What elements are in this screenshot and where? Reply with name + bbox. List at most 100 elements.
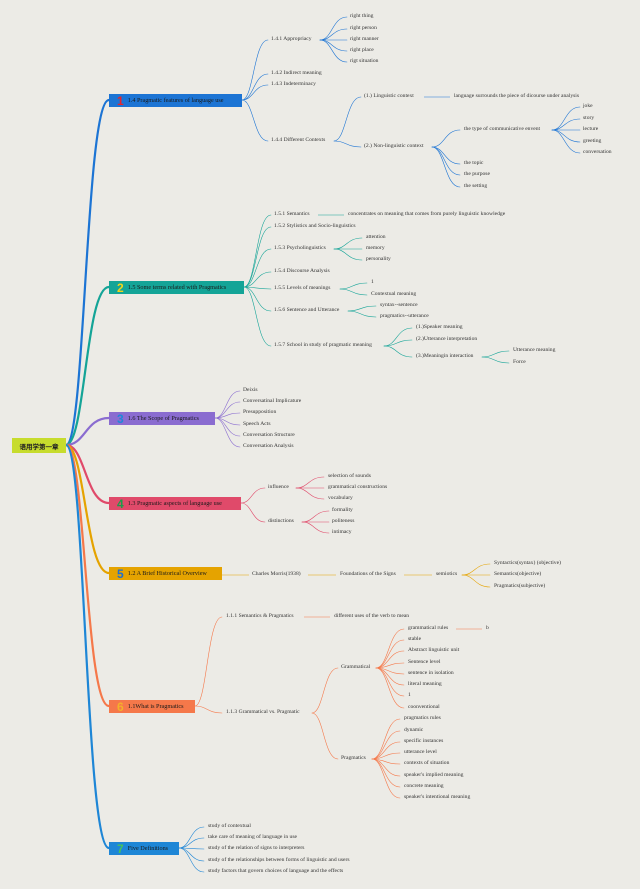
event-item[interactable]: lecture (583, 126, 599, 133)
indirect-meaning-node[interactable]: 1.4.2 Indirect meaning (271, 70, 322, 77)
pragmatics-item[interactable]: speaker's intentional meaning (404, 794, 471, 801)
pragmatics-node[interactable]: Pragmatics (341, 755, 366, 762)
grammatical-item[interactable]: coonventional (408, 704, 440, 711)
event-item[interactable]: greeting (583, 138, 602, 145)
appropriacy-item[interactable]: right manner (350, 36, 379, 43)
pragmatics-item[interactable]: specific instances (404, 738, 444, 745)
semiotics-item[interactable]: Semantics(objective) (494, 571, 542, 578)
branch-7-node[interactable]: 7 Five Definitions (109, 842, 179, 855)
school-item[interactable]: (2.)Utterance interpretation (416, 336, 478, 343)
semantics-pragmatics-desc[interactable]: different uses of the verb to mean (334, 613, 410, 620)
setting-node[interactable]: the setting (464, 183, 488, 190)
sentence-item[interactable]: pragmatics--utterance (380, 313, 429, 320)
branch-6-node[interactable]: 6 1.1What is Pragmatics (109, 700, 195, 713)
discourse-analysis-node[interactable]: 1.5.4 Discourse Analysis (274, 268, 330, 275)
branch-1-node[interactable]: 1 1.4 Pragmatic features of language use (109, 94, 242, 107)
scope-item[interactable]: Speech Acts (243, 421, 271, 428)
sentence-item[interactable]: syntax--sentence (380, 302, 418, 309)
different-contexts-node[interactable]: 1.4.4 Different Contexts (271, 137, 326, 144)
scope-item[interactable]: Conversatinal Implicature (243, 398, 302, 405)
semiotics-node[interactable]: semiotics (436, 571, 458, 578)
connector-line (319, 39, 348, 63)
semantics-node[interactable]: 1.5.1 Semantics (274, 211, 310, 218)
psycho-item[interactable]: personality (366, 256, 391, 263)
foundations-node[interactable]: Foundations of the Signs (340, 571, 396, 578)
definition-item[interactable]: study factors that govern choices of lan… (208, 868, 344, 875)
pragmatics-item[interactable]: speaker's implied meaning (404, 772, 464, 779)
levels-of-meanings-node[interactable]: 1.5.5 Levels of meanings (274, 285, 331, 292)
distinction-item[interactable]: intimacy (332, 529, 352, 536)
linguistic-context-desc[interactable]: language surrounds the piece of dicourse… (454, 93, 580, 100)
appropriacy-node[interactable]: 1.4.1 Appropriacy (271, 36, 312, 43)
appropriacy-item[interactable]: right place (350, 47, 374, 54)
sentence-utterance-node[interactable]: 1.5.6 Sentence and Utterance (274, 307, 340, 314)
communicative-event-node[interactable]: the type of communicative envent (464, 126, 541, 133)
grammatical-item[interactable]: Sentence level (408, 659, 441, 666)
event-item[interactable]: joke (583, 103, 593, 110)
scope-item[interactable]: Deixis (243, 387, 258, 394)
definition-item[interactable]: study of the relationships between forms… (208, 857, 350, 864)
appropriacy-item[interactable]: rigt situation (350, 58, 379, 65)
interaction-item[interactable]: Utterance meaning (513, 347, 556, 354)
school-node[interactable]: 1.5.7 School in study of pragmatic meani… (274, 342, 372, 349)
pragmatics-item[interactable]: concrete meaning (404, 783, 444, 790)
pragmatics-item[interactable]: pragmatics rules (404, 715, 441, 722)
purpose-node[interactable]: the purpose (464, 171, 490, 178)
influence-item[interactable]: vocabulary (328, 495, 353, 502)
appropriacy-item[interactable]: right thing (350, 13, 374, 20)
appropriacy-item[interactable]: right person (350, 25, 377, 32)
morris-node[interactable]: Charles Morris(1938) (252, 571, 301, 578)
linguistic-context-node[interactable]: (1.) Linguistic context (364, 93, 414, 100)
semantics-desc[interactable]: concentrates on meaning that comes from … (348, 211, 506, 218)
branch-4-node[interactable]: 4 1.3 Pragmatic aspects of language use (109, 497, 241, 510)
school-item[interactable]: (3.)Meaningin interaction (416, 353, 474, 360)
connector-line (64, 416, 111, 447)
grammatical-rules-sub[interactable]: b (486, 625, 489, 632)
psycho-item[interactable]: memory (366, 245, 385, 252)
semiotics-item[interactable]: Syntactics(syntax) (objective) (494, 560, 561, 567)
pragmatics-item[interactable]: contexts of situation (404, 760, 450, 767)
branch-3-node[interactable]: 3 1.6 The Scope of Pragmatics (109, 412, 215, 425)
connector-line (311, 712, 339, 760)
school-item[interactable]: (1.)Speaker meaning (416, 324, 463, 331)
levels-item[interactable]: Contextual meaning (371, 291, 417, 298)
scope-item[interactable]: Presupposition (243, 409, 277, 416)
psycholinguistics-node[interactable]: 1.5.3 Psycholinguistics (274, 245, 326, 252)
distinction-item[interactable]: politeness (332, 518, 355, 525)
grammatical-item[interactable]: grammatical rules (408, 625, 449, 632)
event-item[interactable]: conversation (583, 149, 612, 156)
grammatical-item[interactable]: Abstract linguistic unit (408, 647, 460, 654)
pragmatics-item[interactable]: dynamic (404, 727, 424, 734)
grammatical-node[interactable]: Grammatical (341, 664, 371, 671)
grammatical-item[interactable]: sentence in isolation (408, 670, 454, 677)
scope-item[interactable]: Conversation Analysis (243, 443, 294, 450)
grammatical-item[interactable]: 1 (408, 692, 411, 699)
semantics-pragmatics-node[interactable]: 1.1.1 Semantics & Pragmatics (226, 613, 294, 620)
scope-item[interactable]: Conversation Structure (243, 432, 295, 439)
semiotics-item[interactable]: Pragmatics(subjective) (494, 583, 546, 590)
levels-item[interactable]: 1 (371, 279, 374, 286)
definition-item[interactable]: study of contextual (208, 823, 251, 830)
grammatical-item[interactable]: stable (408, 636, 422, 643)
distinction-item[interactable]: formality (332, 507, 353, 514)
branch-5-node[interactable]: 5 1.2 A Brief Historical Overview (109, 567, 222, 580)
influence-node[interactable]: influence (268, 484, 289, 491)
definition-item[interactable]: study of the relation of signs to interp… (208, 845, 305, 852)
grammatical-pragmatic-node[interactable]: 1.1.3 Grammatical vs. Pragmatic (226, 709, 300, 716)
definition-item[interactable]: take care of meaning of language in use (208, 834, 297, 841)
psycho-item[interactable]: attention (366, 234, 386, 241)
topic-node[interactable]: the topic (464, 160, 484, 167)
indeterminacy-node[interactable]: 1.4.3 Indeterminacy (271, 81, 316, 88)
non-linguistic-context-node[interactable]: (2.) Non-linguistic context (364, 143, 424, 150)
grammatical-item[interactable]: literal meaning (408, 681, 442, 688)
influence-item[interactable]: grammatical constructions (328, 484, 388, 491)
stylistics-node[interactable]: 1.5.2 Stylistics and Socio-linguistics (274, 223, 356, 230)
root-node[interactable]: 语用学第一章 (12, 438, 66, 453)
event-item[interactable]: story (583, 115, 595, 122)
branch-2-node[interactable]: 2 1.5 Some terms related with Pragmatics (109, 281, 244, 294)
pragmatics-item[interactable]: utterance level (404, 749, 437, 756)
distinctions-node[interactable]: distinctions (268, 518, 294, 525)
interaction-item[interactable]: Force (513, 359, 526, 366)
influence-item[interactable]: selection of sounds (328, 473, 371, 480)
connector-line (243, 271, 272, 288)
